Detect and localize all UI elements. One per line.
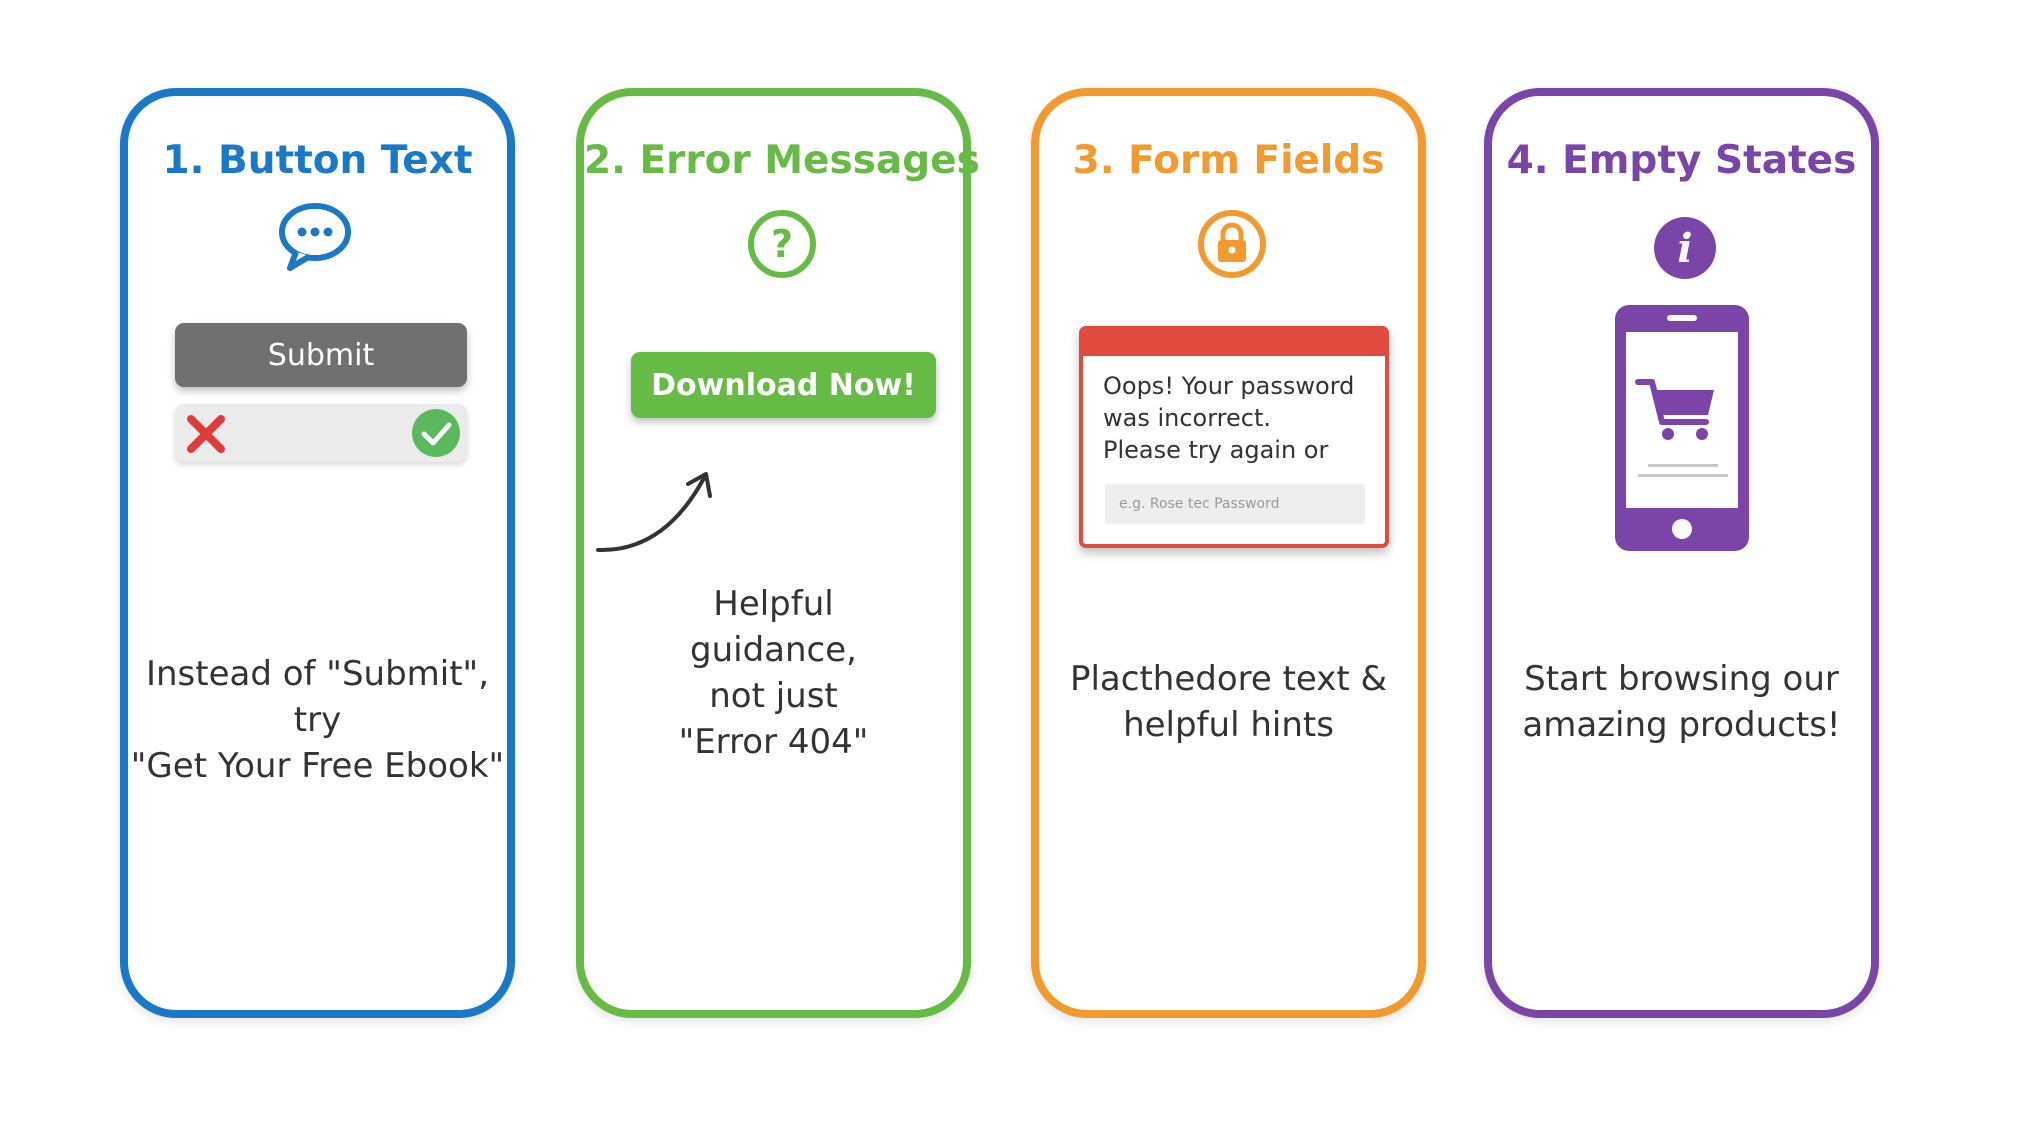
curved-arrow-icon: [596, 472, 712, 553]
comparison-bar: [175, 404, 467, 462]
card-caption: Instead of "Submit", try "Get Your Free …: [128, 651, 507, 789]
info-icon: i: [1654, 217, 1716, 279]
question-icon: ?: [748, 210, 816, 278]
phone-icon: [1615, 305, 1749, 551]
svg-text:i: i: [1677, 225, 1692, 272]
card-error-messages: 2. Error Messages ? Download Now! Helpfu…: [576, 88, 980, 1018]
error-line: Oops! Your password: [1103, 372, 1355, 400]
caption-line: Helpful: [713, 584, 834, 624]
caption-line: not just: [709, 676, 838, 716]
svg-text:?: ?: [771, 222, 793, 266]
caption-line: "Error 404": [678, 722, 869, 762]
error-line: was incorrect.: [1103, 404, 1272, 432]
caption-line: Instead of "Submit", try: [145, 654, 490, 740]
card-empty-states: 4. Empty States i Start browsing our ama…: [1484, 88, 1879, 1018]
caption-line: helpful hints: [1123, 705, 1334, 745]
lock-icon: [1198, 210, 1266, 278]
error-line: Please try again or: [1103, 436, 1329, 464]
submit-button[interactable]: Submit: [175, 323, 467, 387]
shopping-cart-icon: [1635, 379, 1714, 440]
error-message: Oops! Your password was incorrect. Pleas…: [1083, 356, 1385, 466]
card-title: 3. Form Fields: [1072, 138, 1385, 183]
caption-line: guidance,: [690, 630, 857, 670]
chat-bubble-icon: [279, 203, 351, 271]
card-caption: Start browsing our amazing products!: [1492, 656, 1871, 748]
card-button-text: 1. Button Text Submit Instead of "Submit…: [120, 88, 515, 1018]
check-circle-icon: [412, 409, 460, 457]
card-title: 4. Empty States: [1506, 138, 1857, 183]
card-caption: Helpful guidance, not just "Error 404": [584, 581, 963, 765]
caption-line: amazing products!: [1522, 705, 1841, 745]
card-title: 2. Error Messages: [584, 138, 980, 183]
password-field[interactable]: e.g. Rose tec Password: [1105, 484, 1365, 524]
card-title: 1. Button Text: [162, 138, 473, 183]
caption-line: Placthedore text &: [1069, 659, 1388, 699]
caption-line: "Get Your Free Ebook": [130, 746, 505, 786]
x-icon: [187, 415, 225, 453]
error-message-box: Oops! Your password was incorrect. Pleas…: [1079, 326, 1389, 548]
caption-line: Start browsing our: [1524, 659, 1839, 699]
download-now-button[interactable]: Download Now!: [631, 352, 936, 418]
error-box-header: [1083, 330, 1385, 356]
card-form-fields: 3. Form Fields Oops! Your password was i…: [1031, 88, 1426, 1018]
card-caption: Placthedore text & helpful hints: [1039, 656, 1418, 748]
